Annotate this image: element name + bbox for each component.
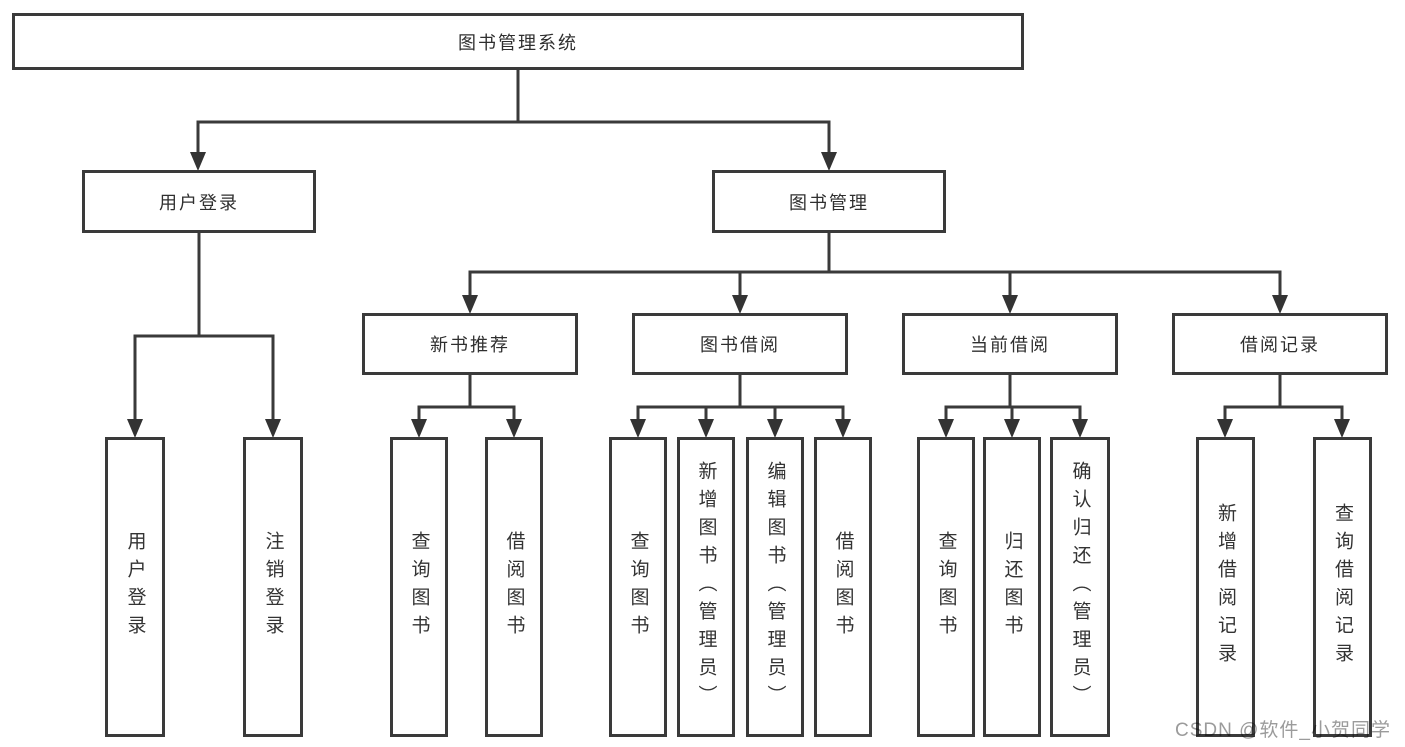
node-label: 查询图书	[408, 531, 430, 643]
node-label: 用户登录	[159, 192, 239, 213]
node-label: 借阅记录	[1240, 335, 1320, 355]
leaf-confirm-return-admin: 确认归还（管理员）	[1050, 437, 1110, 737]
leaf-add-borrow-record: 新增借阅记录	[1196, 437, 1255, 737]
node-label: 用户登录	[124, 531, 146, 643]
node-label: 新书推荐	[430, 335, 510, 355]
leaf-add-book-admin: 新增图书（管理员）	[677, 437, 735, 737]
leaf-query-books-1: 查询图书	[390, 437, 448, 737]
node-label: 新增图书（管理员）	[695, 461, 717, 713]
arrowhead-icons	[127, 152, 1350, 438]
node-label: 查询图书	[627, 531, 649, 643]
node-current-borrow: 当前借阅	[902, 313, 1118, 375]
node-user-login: 用户登录	[82, 170, 316, 233]
leaf-query-books-3: 查询图书	[917, 437, 975, 737]
node-borrow-records: 借阅记录	[1172, 313, 1388, 375]
node-label: 确认归还（管理员）	[1069, 461, 1091, 713]
leaf-borrow-books-2: 借阅图书	[814, 437, 872, 737]
leaf-logout: 注销登录	[243, 437, 303, 737]
leaf-edit-book-admin: 编辑图书（管理员）	[746, 437, 804, 737]
node-label: 图书借阅	[700, 335, 780, 355]
node-label: 新增借阅记录	[1215, 503, 1236, 671]
node-label: 编辑图书（管理员）	[764, 461, 786, 713]
node-new-book-recommend: 新书推荐	[362, 313, 578, 375]
leaf-borrow-books-1: 借阅图书	[485, 437, 543, 737]
node-system-root: 图书管理系统	[12, 13, 1024, 70]
node-book-borrow: 图书借阅	[632, 313, 848, 375]
node-label: 查询借阅记录	[1332, 503, 1353, 671]
node-label: 归还图书	[1001, 531, 1023, 643]
node-label: 图书管理	[789, 192, 869, 213]
node-book-management: 图书管理	[712, 170, 946, 233]
leaf-return-book: 归还图书	[983, 437, 1041, 737]
node-label: 当前借阅	[970, 335, 1050, 355]
node-label: 查询图书	[935, 531, 957, 643]
node-label: 注销登录	[262, 531, 284, 643]
node-label: 图书管理系统	[458, 32, 578, 53]
leaf-user-login: 用户登录	[105, 437, 165, 737]
node-label: 借阅图书	[503, 531, 525, 643]
leaf-query-books-2: 查询图书	[609, 437, 667, 737]
leaf-query-borrow-record: 查询借阅记录	[1313, 437, 1372, 737]
csdn-watermark: CSDN @软件_小贺同学	[1175, 720, 1391, 741]
node-label: 借阅图书	[832, 531, 854, 643]
